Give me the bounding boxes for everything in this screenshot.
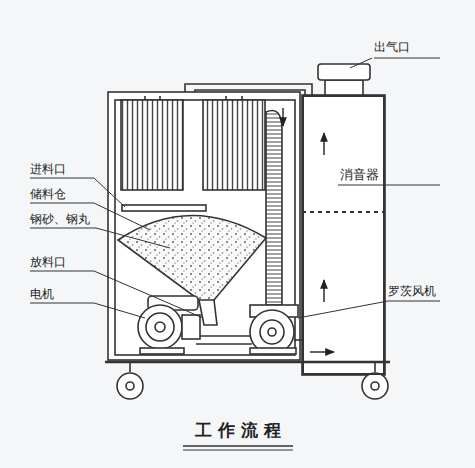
part-label: 罗茨风机 (388, 284, 436, 298)
part-label: 储料仓 (30, 187, 66, 201)
part-label: 电机 (30, 287, 54, 301)
silencer-box: 消音器 (302, 95, 385, 375)
part-name: 消音器 (340, 167, 379, 183)
part-label: 出气口 (374, 40, 410, 54)
leader-lines (30, 58, 440, 450)
part-label: 钢砂、钢丸 (30, 212, 90, 226)
part-label: 进料口 (30, 162, 66, 176)
part-label: 放料口 (30, 255, 66, 269)
caption: 工作流程 (195, 420, 287, 440)
